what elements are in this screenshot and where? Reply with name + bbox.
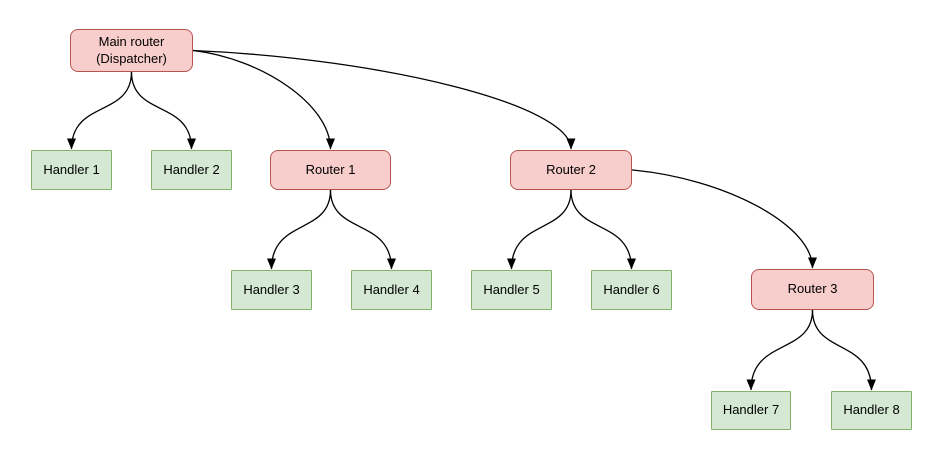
- node-label: Handler 8: [843, 402, 900, 418]
- node-label: Handler 6: [603, 281, 660, 297]
- node-handler-6: Handler 6: [591, 270, 672, 310]
- edge-router-1-to-handler-3: [267, 189, 332, 270]
- node-router-2: Router 2: [510, 150, 632, 190]
- node-label: Handler 4: [363, 281, 420, 297]
- node-handler-2: Handler 2: [151, 150, 232, 190]
- node-label: Router 2: [546, 161, 596, 177]
- node-label: Handler 2: [163, 161, 220, 177]
- node-handler-7: Handler 7: [711, 391, 791, 430]
- edge-router-1-to-handler-4: [329, 189, 396, 270]
- node-handler-4: Handler 4: [351, 270, 432, 310]
- edge-main-router-to-router-2: [192, 49, 576, 150]
- edge-router-2-to-handler-5: [507, 189, 572, 270]
- edge-router-2-to-router-3: [631, 169, 817, 269]
- node-router-3: Router 3: [751, 269, 874, 310]
- edge-main-router-to-handler-1: [67, 71, 133, 150]
- node-label: Handler 5: [483, 281, 540, 297]
- node-handler-5: Handler 5: [471, 270, 552, 310]
- edge-router-2-to-handler-6: [570, 189, 636, 270]
- node-router-1: Router 1: [270, 150, 391, 190]
- node-label: Handler 1: [43, 161, 100, 177]
- node-label: Main router (Dispatcher): [96, 34, 167, 66]
- node-label: Handler 3: [243, 281, 300, 297]
- node-label: Handler 7: [722, 402, 780, 418]
- node-main-router: Main router (Dispatcher): [70, 29, 193, 72]
- node-handler-8: Handler 8: [831, 391, 912, 430]
- node-label: Router 1: [305, 161, 356, 177]
- node-label: Router 3: [787, 281, 838, 297]
- edge-router-3-to-handler-8: [811, 309, 876, 391]
- edge-main-router-to-handler-2: [130, 71, 196, 150]
- node-handler-1: Handler 1: [31, 150, 112, 190]
- edge-main-router-to-router-1: [192, 49, 335, 150]
- node-handler-3: Handler 3: [231, 270, 312, 310]
- edge-router-3-to-handler-7: [746, 309, 814, 391]
